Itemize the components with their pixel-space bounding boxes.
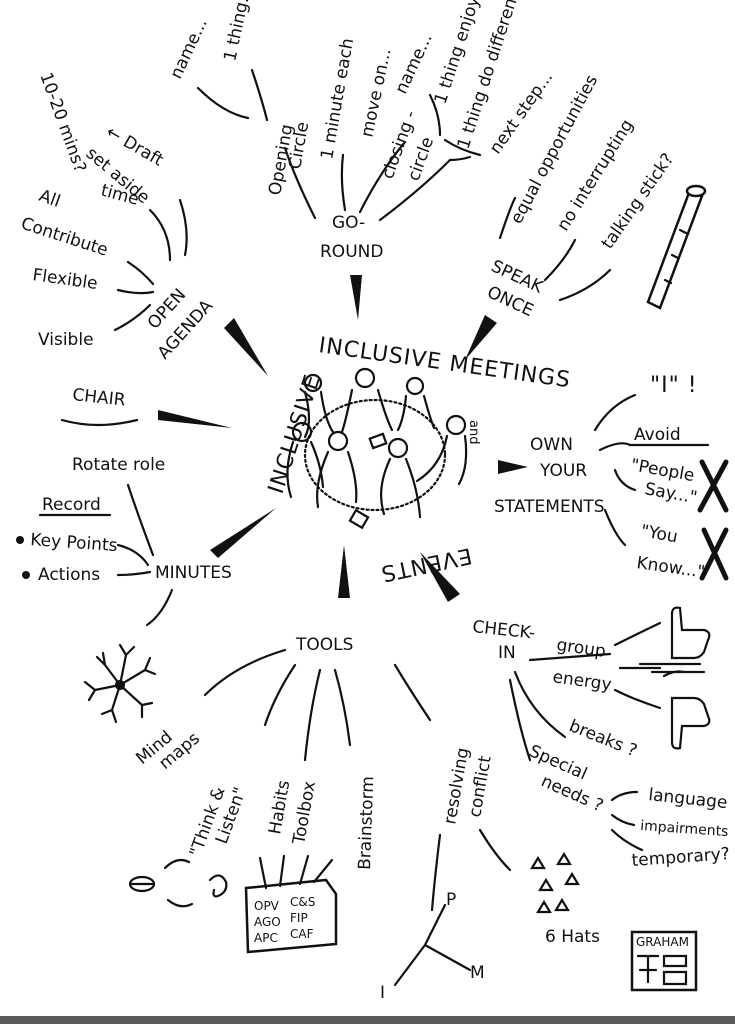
toolbox-item-1: OPV <box>254 899 280 913</box>
toolbox-item-5: APC <box>254 931 278 945</box>
chair-label: CHAIR <box>71 385 126 410</box>
center-title-bottom: EVENTS <box>378 542 474 586</box>
minutes-record: Record <box>42 495 101 515</box>
check-in-temporary: temporary? <box>631 844 731 871</box>
own-you-1: "You <box>639 521 679 547</box>
check-in-group-2: energy <box>551 667 612 695</box>
closing-name: name... <box>391 30 436 97</box>
agenda-all-1: All <box>36 186 63 212</box>
talking-stick-icon <box>646 184 707 310</box>
spike-chair <box>158 410 232 428</box>
agenda-flexible: Flexible <box>31 265 99 294</box>
bottom-border <box>0 1016 735 1024</box>
tools-hats: 6 Hats <box>545 927 600 947</box>
check-in-branch: CHECK- IN group energy breaks ? Special … <box>471 606 731 871</box>
chair-rotate-role: Rotate role <box>72 455 165 475</box>
own-avoid: Avoid <box>634 425 681 445</box>
tools-m: M <box>470 963 485 983</box>
tools-p: P <box>446 890 456 910</box>
minutes-key-points: Key Points <box>30 530 119 556</box>
check-in-language: language <box>647 785 728 813</box>
tools-habits-2: Toolbox <box>289 780 320 847</box>
minutes-actions: Actions <box>38 565 100 585</box>
center-title-and: and <box>466 420 481 444</box>
opening-name: name... <box>166 15 211 82</box>
spike-check-in <box>420 552 460 602</box>
spike-own-statements <box>498 460 528 474</box>
six-hats-icon <box>530 851 580 914</box>
go-round-label-2: ROUND <box>320 242 383 262</box>
agenda-visible: Visible <box>38 330 94 350</box>
triangle-pmi-diagram: P M I <box>380 890 485 1003</box>
central-hub: INCLUSIVE MEETINGS and EVENTS INCLUSIVE <box>264 333 572 586</box>
check-in-breaks: breaks ? <box>566 716 640 761</box>
tools-habits-1: Habits <box>265 779 294 836</box>
one-minute-each: 1 minute each <box>317 37 358 161</box>
center-title-top: INCLUSIVE MEETINGS <box>317 333 572 393</box>
spike-open-agenda <box>224 318 268 376</box>
move-on: move on... <box>357 47 395 139</box>
toolbox-icon: OPV C&S AGO FIP APC CAF <box>244 854 338 954</box>
thumb-sideways-icon <box>638 662 706 678</box>
go-round-branch: GO- ROUND Opening Circle name... 1 thing… <box>166 0 557 262</box>
tools-brainstorm: Brainstorm <box>355 776 378 870</box>
thumbs-up-icon <box>670 606 711 660</box>
check-in-label-1: CHECK- <box>471 617 536 643</box>
mouth-ear-icon <box>128 858 228 908</box>
chair-branch: CHAIR Rotate role <box>60 385 165 475</box>
mind-map-doodle <box>83 643 157 724</box>
opening-one-thing: 1 thing... <box>220 0 255 63</box>
own-cross-1 <box>697 459 729 513</box>
agenda-all-2: Contribute <box>18 214 110 261</box>
check-in-impairments: impairments <box>640 818 729 840</box>
toolbox-item-6: CAF <box>290 927 314 941</box>
spike-speak-once <box>465 315 497 360</box>
own-you-2: Know..." <box>635 553 706 582</box>
thumbs-down-icon <box>670 696 711 750</box>
agenda-mins: 10-20 mins? <box>35 70 90 175</box>
toolbox-item-4: FIP <box>290 911 308 925</box>
artist-signature: GRAHAM <box>630 930 698 992</box>
spike-tools <box>338 545 350 598</box>
tools-i: I <box>380 983 385 1003</box>
minutes-label: MINUTES <box>155 563 232 583</box>
own-cross-2 <box>699 527 729 581</box>
tools-label: TOOLS <box>295 635 353 655</box>
signature-name: GRAHAM <box>636 935 689 949</box>
own-label-2: YOUR <box>539 461 587 481</box>
go-round-label-1: GO- <box>332 213 365 233</box>
check-in-label-2: IN <box>498 643 516 663</box>
toolbox-item-3: AGO <box>254 915 281 929</box>
minutes-branch: MINUTES Record Key Points Actions <box>16 483 232 627</box>
spike-go-round <box>350 275 362 320</box>
own-statements-branch: OWN YOUR STATEMENTS "I" ! Avoid "People … <box>494 373 729 583</box>
own-label-1: OWN <box>530 435 573 455</box>
people-circle-illustration <box>286 367 468 530</box>
open-agenda-branch: OPEN AGENDA 10-20 mins? ← Draft set asid… <box>18 70 217 363</box>
toolbox-item-2: C&S <box>290 895 315 909</box>
own-label-3: STATEMENTS <box>494 497 605 517</box>
own-i: "I" ! <box>650 373 698 398</box>
spike-minutes <box>210 508 276 558</box>
branch-spikes <box>158 275 528 602</box>
